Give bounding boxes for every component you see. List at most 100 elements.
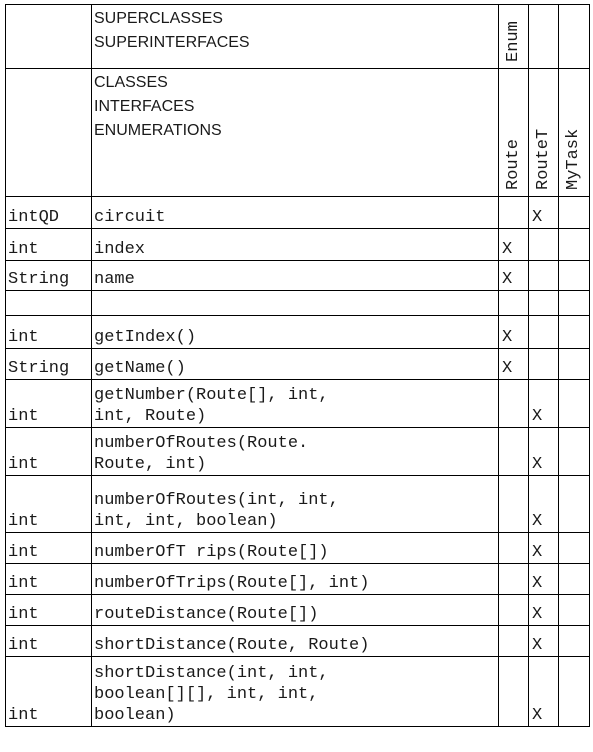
membership-mark-route — [498, 594, 529, 626]
membership-mark-route: X — [498, 260, 529, 291]
super-column-header: Enum — [498, 4, 529, 69]
member-signature: index — [91, 228, 499, 261]
member-type: String — [5, 348, 92, 380]
member-signature: circuit — [91, 196, 499, 229]
membership-mark-routet: X — [528, 532, 559, 564]
classes-label: CLASSES INTERFACES ENUMERATIONS — [91, 68, 499, 197]
membership-mark-routet — [528, 290, 559, 316]
membership-mark-routet: X — [528, 563, 559, 595]
member-signature: shortDistance(int, int, boolean[][], int… — [91, 656, 499, 727]
corner-cell — [5, 68, 92, 197]
member-signature: numberOfTrips(Route[], int) — [91, 563, 499, 595]
member-type: int — [5, 594, 92, 626]
membership-mark-mytask — [558, 625, 590, 657]
membership-mark-mytask — [558, 656, 590, 727]
member-type: int — [5, 625, 92, 657]
membership-mark-route — [498, 196, 529, 229]
member-type: int — [5, 228, 92, 261]
membership-mark-route — [498, 475, 529, 533]
super-column-label: Enum — [503, 21, 523, 62]
column-label: MyTask — [564, 128, 583, 190]
super-empty-cell — [558, 4, 590, 69]
member-signature: numberOfRoutes(int, int, int, int, boole… — [91, 475, 499, 533]
membership-mark-mytask — [558, 228, 590, 261]
column-header-route: Route — [498, 68, 529, 197]
member-signature: shortDistance(Route, Route) — [91, 625, 499, 657]
membership-mark-routet: X — [528, 475, 559, 533]
superclasses-label: SUPERCLASSES SUPERINTERFACES — [91, 4, 499, 69]
member-signature: getName() — [91, 348, 499, 380]
membership-mark-routet — [528, 260, 559, 291]
membership-mark-routet — [528, 228, 559, 261]
membership-mark-mytask — [558, 290, 590, 316]
membership-mark-route — [498, 625, 529, 657]
super-empty-cell — [528, 4, 559, 69]
membership-mark-routet — [528, 348, 559, 380]
member-type: String — [5, 260, 92, 291]
membership-mark-routet: X — [528, 196, 559, 229]
member-type: int — [5, 427, 92, 476]
member-signature: getNumber(Route[], int, int, Route) — [91, 379, 499, 428]
superclass-header-row: SUPERCLASSES SUPERINTERFACES Enum — [5, 4, 590, 69]
membership-mark-mytask — [558, 594, 590, 626]
member-type: int — [5, 563, 92, 595]
membership-mark-routet: X — [528, 427, 559, 476]
member-type: int — [5, 532, 92, 564]
member-signature: routeDistance(Route[]) — [91, 594, 499, 626]
member-signature: name — [91, 260, 499, 291]
column-header-mytask: MyTask — [558, 68, 590, 197]
member-type: int — [5, 315, 92, 349]
membership-mark-routet: X — [528, 379, 559, 428]
membership-mark-mytask — [558, 379, 590, 428]
membership-mark-route: X — [498, 348, 529, 380]
member-type: int — [5, 379, 92, 428]
membership-mark-mytask — [558, 475, 590, 533]
membership-mark-route: X — [498, 228, 529, 261]
member-type — [5, 290, 92, 316]
membership-mark-routet: X — [528, 594, 559, 626]
member-signature: getIndex() — [91, 315, 499, 349]
membership-mark-mytask — [558, 196, 590, 229]
member-type: int — [5, 656, 92, 727]
member-type: int — [5, 475, 92, 533]
membership-mark-route — [498, 427, 529, 476]
membership-mark-routet: X — [528, 656, 559, 727]
membership-mark-route — [498, 379, 529, 428]
membership-mark-mytask — [558, 532, 590, 564]
membership-mark-routet: X — [528, 625, 559, 657]
member-type: intQD — [5, 196, 92, 229]
membership-mark-route — [498, 656, 529, 727]
member-signature: numberOfRoutes(Route. Route, int) — [91, 427, 499, 476]
membership-mark-route: X — [498, 315, 529, 349]
membership-mark-route — [498, 563, 529, 595]
class-member-table: SUPERCLASSES SUPERINTERFACES Enum CLASSE… — [5, 4, 590, 727]
member-signature: numberOfT rips(Route[]) — [91, 532, 499, 564]
membership-mark-routet — [528, 315, 559, 349]
membership-mark-mytask — [558, 563, 590, 595]
membership-mark-route — [498, 532, 529, 564]
member-row — [5, 290, 590, 316]
membership-mark-mytask — [558, 260, 590, 291]
column-label: RouteT — [533, 128, 553, 190]
membership-mark-mytask — [558, 427, 590, 476]
column-header-routet: RouteT — [528, 68, 559, 197]
membership-mark-route — [498, 290, 529, 316]
member-signature — [91, 290, 499, 316]
class-header-row: CLASSES INTERFACES ENUMERATIONS Route Ro… — [5, 68, 590, 197]
membership-mark-mytask — [558, 348, 590, 380]
column-label: Route — [503, 138, 523, 190]
membership-mark-mytask — [558, 315, 590, 349]
